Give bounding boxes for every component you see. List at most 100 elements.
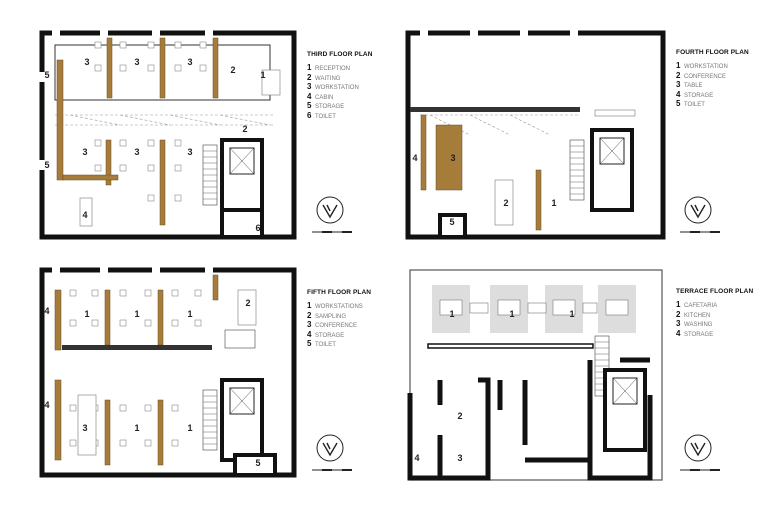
room-label: 3 (450, 153, 455, 163)
room-label: 4 (44, 400, 49, 410)
legend-label: WORKSTATION (315, 85, 359, 91)
legend-label: STORAGE (684, 92, 714, 99)
room-label: 1 (509, 309, 514, 319)
room-label: 1 (551, 198, 556, 208)
room-label: 3 (84, 57, 89, 67)
legend-number: 1 (307, 63, 312, 72)
legend-number: 3 (307, 82, 312, 91)
legend-label: STORAGE (315, 104, 345, 110)
room-label: 1 (134, 309, 139, 319)
legend-number: 3 (676, 80, 681, 89)
room-label: 5 (255, 458, 260, 468)
legend-number: 1 (676, 61, 681, 70)
room-label: 2 (245, 298, 250, 308)
legend-number: 4 (307, 91, 312, 101)
terrace-floor-plan: 1 1 1 2 3 4 (407, 269, 721, 481)
legend-number: 4 (307, 329, 312, 339)
room-label: 3 (187, 57, 192, 67)
legend-number: 2 (676, 309, 681, 319)
room-label: 4 (414, 453, 419, 463)
room-label: 6 (255, 223, 260, 233)
legend-label: TOILET (315, 113, 336, 120)
plan-title: FOURTH FLOOR PLAN (676, 49, 749, 56)
room-label: 3 (134, 57, 139, 67)
room-label: 2 (230, 65, 235, 75)
legend-label: CABIN (315, 94, 334, 101)
legend-number: 2 (676, 70, 681, 80)
legend-number: 5 (307, 339, 312, 348)
room-label: 4 (412, 153, 417, 163)
legend-number: 2 (307, 72, 312, 82)
room-label: 3 (82, 423, 87, 433)
room-label: 4 (44, 306, 49, 316)
legend-label: CONFERENCE (315, 323, 358, 329)
room-label: 3 (82, 147, 87, 157)
legend-number: 4 (676, 89, 681, 99)
legend-label: WAITING (315, 75, 341, 82)
legend-label: WASHING (684, 322, 713, 328)
room-label: 1 (187, 309, 192, 319)
room-label: 3 (457, 453, 462, 463)
room-label: 2 (457, 411, 462, 421)
legend-label: STORAGE (684, 331, 714, 338)
legend-label: TOILET (315, 342, 336, 348)
plan-title: THIRD FLOOR PLAN (307, 51, 373, 58)
legend-label: CONFERENCE (684, 73, 727, 80)
room-label: 5 (44, 70, 49, 80)
third-floor-plan: 3 3 3 2 1 5 2 3 3 3 5 4 6 (39, 30, 353, 240)
room-label: 1 (569, 309, 574, 319)
legend-number: 4 (676, 328, 681, 338)
room-label: 1 (260, 70, 265, 80)
legend-label: KITCHEN (684, 312, 711, 319)
legend-label: SAMPLING (315, 313, 347, 320)
legend-number: 1 (307, 301, 312, 310)
legend-label: CAFETARIA (684, 303, 718, 309)
room-label: 1 (187, 423, 192, 433)
legend-number: 3 (676, 319, 681, 328)
legend-label: STORAGE (315, 332, 345, 339)
legend-label: TABLE (684, 83, 703, 89)
legend-label: WORKSTATION (684, 64, 728, 70)
legend-number: 3 (307, 320, 312, 329)
room-label: 1 (84, 309, 89, 319)
legend-number: 6 (307, 110, 312, 120)
room-label: 2 (242, 124, 247, 134)
room-label: 4 (82, 210, 87, 220)
legend-label: WORKSTATIONS (315, 304, 363, 310)
room-label: 2 (503, 198, 508, 208)
room-label: 1 (449, 309, 454, 319)
room-label: 1 (134, 423, 139, 433)
legend-number: 2 (307, 310, 312, 320)
legend-label: TOILET (684, 102, 705, 108)
room-label: 3 (187, 147, 192, 157)
legend-number: 5 (307, 101, 312, 110)
plan-title: FIFTH FLOOR PLAN (307, 289, 372, 296)
room-label: 5 (449, 217, 454, 227)
room-label: 3 (134, 147, 139, 157)
fifth-floor-plan: 1 1 1 2 4 4 3 1 1 5 (39, 267, 353, 478)
